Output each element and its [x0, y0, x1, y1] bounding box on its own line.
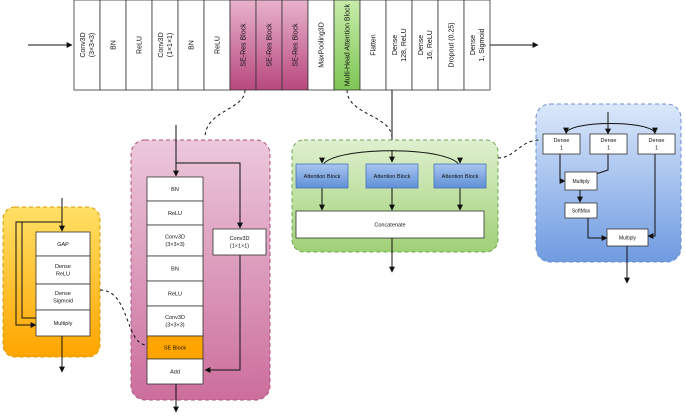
se-res-item-4: ReLU	[146, 280, 204, 307]
pipeline-layer-label: Dropout (0.25)	[449, 22, 456, 67]
pipeline-layer-11: Flatten	[359, 0, 387, 91]
pipeline-layer-8: SE-Res Block	[281, 0, 309, 91]
se-res-item-3-label: BN	[171, 266, 179, 272]
attention-head-2-label: Attention Block	[442, 174, 479, 180]
pipeline-layer-2: ReLU	[125, 0, 153, 91]
attention-dense-0-label: 1	[560, 146, 563, 152]
pipeline-layer-7: SE-Res Block	[255, 0, 283, 91]
attention-softmax-label: SoftMax	[572, 208, 591, 214]
attention-multiply-1: Multiply	[564, 171, 598, 191]
pipeline-layer-label: Dense	[418, 35, 425, 55]
attention-dense-0: Dense 1	[542, 133, 581, 155]
se-block-item-0-label: GAP	[57, 242, 69, 248]
pipeline-layer-label: BN	[189, 40, 196, 50]
pipeline-layer-4: BN	[177, 0, 205, 91]
pipeline-layer-label: 16, ReLU	[427, 30, 434, 60]
se-res-shortcut-label: (1×1×1)	[230, 244, 249, 250]
pipeline-layer-1: BN	[99, 0, 127, 91]
attention-dense-1: Dense 1	[589, 133, 628, 155]
pipeline-layer-0: Conv3D(3×3×3)	[73, 0, 101, 91]
se-res-item-2: Conv3D(3×3×3)	[146, 224, 204, 257]
se-res-item-6: SE Block	[146, 335, 204, 360]
pipeline-layer-label: Dense	[470, 35, 477, 55]
attention-dense-2-label: Dense	[649, 138, 665, 144]
se-res-block-nodes: BNReLUConv3D(3×3×3)BNReLUConv3D(3×3×3)SE…	[146, 176, 267, 385]
attention-multiply-2: Multiply	[606, 228, 649, 247]
pipeline-layer-label: BN	[111, 40, 118, 50]
pipeline-layer-label: MaxPooling3D	[319, 22, 326, 68]
se-res-item-1: ReLU	[146, 200, 204, 226]
pipeline-layer-14: Dropout (0.25)	[437, 0, 465, 91]
pipeline-layer-label: Dense	[392, 35, 399, 55]
attention-dense-2-label: 1	[655, 146, 658, 152]
multi-head-attention-nodes: Attention Block Attention Block Attention …	[295, 163, 487, 239]
attention-dense-1-label: Dense	[601, 138, 617, 144]
attention-head-0-label: Attention Block	[304, 174, 341, 180]
se-res-item-4-label: ReLU	[168, 291, 182, 297]
pipeline-layer-label: SE-Res Block	[293, 23, 300, 67]
se-block-item-2-label: Dense	[55, 291, 71, 297]
pipeline-layer-3: Conv3D(1×1×1)	[151, 0, 179, 91]
attention-head-1: Attention Block	[365, 163, 419, 189]
pipeline-layer-5: ReLU	[203, 0, 231, 91]
pipeline-layer-label: Flatten	[371, 34, 378, 56]
pipeline-layer-9: MaxPooling3D	[307, 0, 335, 91]
se-res-item-7: Add	[146, 358, 204, 385]
attention-dense-0-label: Dense	[554, 138, 570, 144]
attention-multiply-2-label: Multiply	[619, 235, 636, 241]
concatenate-node: Concatenate	[295, 210, 485, 239]
se-res-item-2-label: (3×3×3)	[165, 242, 184, 248]
attention-dense-2: Dense 1	[637, 133, 676, 155]
pipeline-layer-label: ReLU	[137, 36, 144, 54]
se-res-item-6-label: SE Block	[164, 345, 187, 351]
se-block-item-3: Multiply	[35, 309, 91, 337]
se-res-item-5-label: Conv3D	[165, 315, 185, 321]
pipeline-layer-label: Conv3D	[80, 32, 87, 57]
se-res-item-5: Conv3D (3×3×3)	[146, 305, 204, 337]
attention-softmax: SoftMax	[564, 202, 598, 219]
pipeline-layer-label: (3×3×3)	[89, 33, 96, 58]
pipeline-layer-label: ReLU	[215, 36, 222, 54]
se-block-item-1-label: ReLU	[56, 272, 70, 278]
attention-head-0: Attention Block	[295, 163, 349, 189]
se-res-item-7-label: Add	[170, 369, 180, 375]
attention-head-2: Attention Block	[433, 163, 487, 189]
se-res-shortcut-label: Conv3D	[230, 236, 250, 242]
pipeline-layer-6: SE-Res Block	[229, 0, 257, 91]
pipeline-layer-label: 128, ReLU	[401, 28, 408, 61]
pipeline-layer-10: Multi-Head Attention Block	[333, 0, 361, 91]
attention-block-nodes: Dense1Dense1Dense1MultiplySoftMaxMultipl…	[542, 133, 676, 247]
pipeline-layer-label: 1, Sigmoid	[479, 28, 486, 61]
se-block-item-0: GAP	[35, 231, 91, 257]
attention-multiply-1-label: Multiply	[573, 179, 590, 185]
se-res-item-0: BN	[146, 176, 204, 202]
pipeline-layer-label: (1×1×1)	[167, 33, 174, 58]
se-res-item-3: BN	[146, 255, 204, 282]
attention-head-1-label: Attention Block	[374, 174, 411, 180]
pipeline-layer-label: SE-Res Block	[241, 23, 248, 67]
se-block-item-1-label: Dense	[55, 264, 71, 270]
se-block-item-3-label: Multiply	[54, 321, 73, 327]
pipeline-layer-label: Conv3D	[158, 32, 165, 57]
se-res-item-1-label: ReLU	[168, 211, 182, 217]
se-res-item-2-label: Conv3D	[165, 235, 185, 241]
attention-dense-1-label: 1	[607, 146, 610, 152]
pipeline-layer-label: Multi-Head Attention Block	[345, 3, 352, 86]
se-res-item-0-label: BN	[171, 187, 179, 193]
se-res-item-5-label: (3×3×3)	[165, 323, 184, 329]
pipeline-layer-label: SE-Res Block	[267, 23, 274, 67]
se-res-shortcut: Conv3D (1×1×1)	[212, 228, 267, 256]
concatenate-node-label: Concatenate	[374, 222, 405, 228]
se-block-item-2-label: Sigmoid	[53, 299, 73, 305]
connectors	[15, 42, 658, 413]
